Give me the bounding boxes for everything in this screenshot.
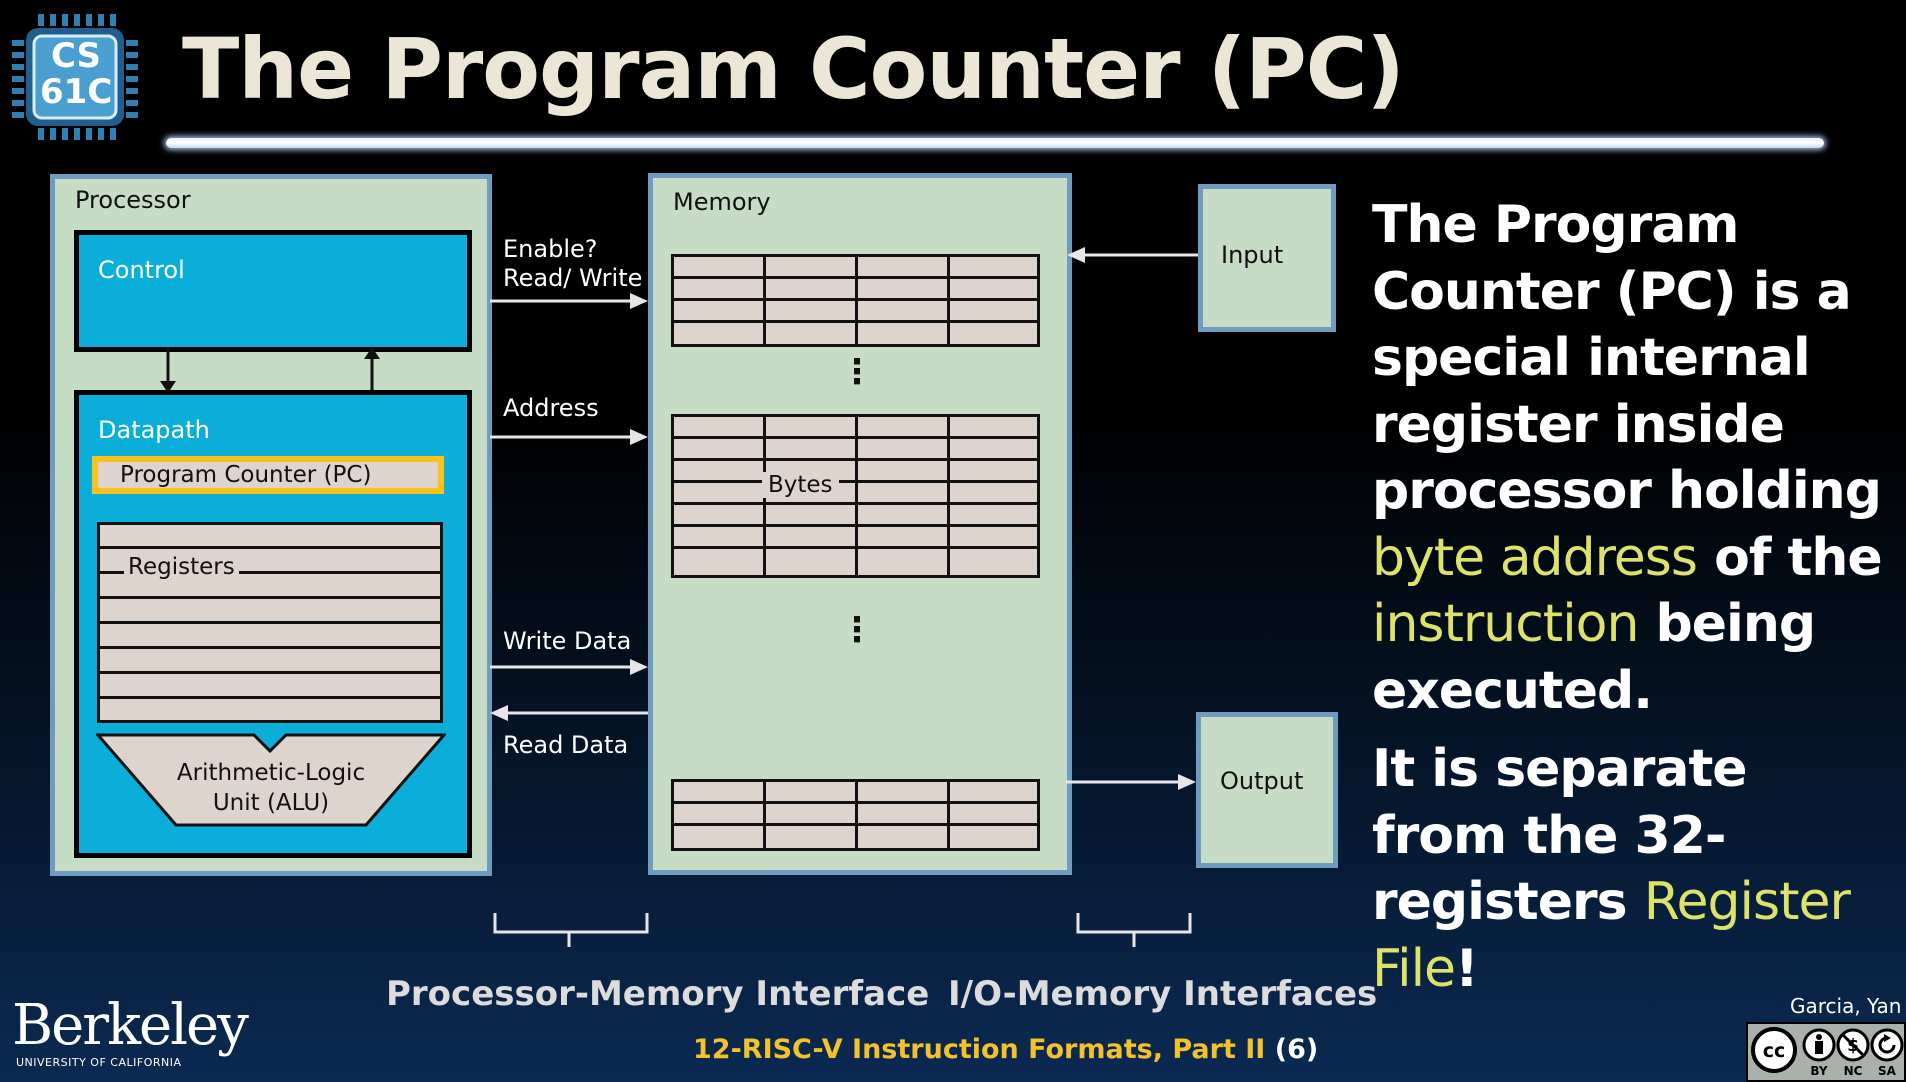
program-counter-box — [92, 456, 444, 494]
registers-label: Registers — [124, 554, 239, 580]
cc-icon: cc — [1751, 1027, 1797, 1073]
write-data-signal-label: Write Data — [503, 627, 632, 655]
lecture-footer: 12-RISC-V Instruction Formats, Part II (… — [693, 1034, 1318, 1065]
berkeley-subtitle: UNIVERSITY OF CALIFORNIA — [16, 1056, 182, 1069]
memory-ellipsis-top: ⋮ — [840, 352, 874, 392]
authors: Garcia, Yan — [1790, 994, 1902, 1018]
program-counter-label: Program Counter (PC) — [120, 462, 372, 488]
svg-text:cc: cc — [1763, 1040, 1786, 1062]
alu-label-line1: Arithmetic-Logic — [176, 760, 366, 786]
memory-label: Memory — [673, 188, 771, 216]
nc-icon: $ — [1836, 1028, 1870, 1062]
highlight-instruction: instruction — [1372, 594, 1639, 654]
processor-label: Processor — [75, 186, 191, 214]
memory-block-middle — [671, 414, 1040, 578]
cc-license-badge: cc $ BY NC SA — [1746, 1022, 1906, 1082]
logo-text-61c: 61C — [40, 72, 113, 112]
alu-shape — [96, 733, 446, 827]
pc-description-paragraph-2: It is separate from the 32-registers Reg… — [1372, 739, 1851, 999]
read-write-signal-label: Read/ Write — [503, 264, 643, 292]
io-memory-interfaces-label: I/O-Memory Interfaces — [948, 974, 1378, 1014]
berkeley-wordmark: Berkeley — [12, 993, 249, 1058]
memory-ellipsis-bottom: ⋮ — [840, 610, 874, 650]
memory-block-bottom — [671, 779, 1040, 851]
pc-description-paragraph-1: The Program Counter (PC) is a special in… — [1372, 195, 1883, 721]
alu-label-line2: Unit (ALU) — [212, 790, 330, 816]
control-box — [74, 230, 472, 352]
pc-description: The Program Counter (PC) is a special in… — [1372, 192, 1892, 1002]
output-label: Output — [1220, 767, 1304, 795]
berkeley-logo: Berkeley UNIVERSITY OF CALIFORNIA — [12, 993, 249, 1070]
enable-signal-label: Enable? — [503, 235, 598, 263]
address-signal-label: Address — [503, 394, 599, 422]
license-sa: SA — [1878, 1064, 1896, 1078]
control-datapath-arrows — [160, 347, 380, 393]
control-label: Control — [98, 256, 185, 284]
processor-memory-interface-label: Processor-Memory Interface — [386, 974, 930, 1014]
read-data-signal-label: Read Data — [503, 731, 629, 759]
datapath-label: Datapath — [98, 416, 210, 444]
cs61c-logo: CS 61C — [10, 12, 140, 142]
input-label: Input — [1221, 241, 1284, 269]
license-by: BY — [1810, 1064, 1828, 1078]
highlight-register-file: Register File — [1372, 872, 1851, 999]
sa-icon — [1870, 1028, 1904, 1062]
bytes-label: Bytes — [762, 472, 839, 498]
logo-text-cs: CS — [50, 36, 102, 76]
input-box — [1198, 184, 1336, 332]
lecture-title: 12-RISC-V Instruction Formats, Part II — [693, 1034, 1266, 1065]
title-divider — [166, 138, 1824, 148]
license-nc: NC — [1843, 1064, 1863, 1078]
page-number: (6) — [1274, 1034, 1319, 1065]
output-box — [1196, 712, 1338, 868]
by-icon — [1802, 1028, 1836, 1062]
page-title: The Program Counter (PC) — [182, 20, 1405, 118]
highlight-byte-address: byte address — [1372, 527, 1698, 588]
memory-block-top — [671, 254, 1040, 347]
